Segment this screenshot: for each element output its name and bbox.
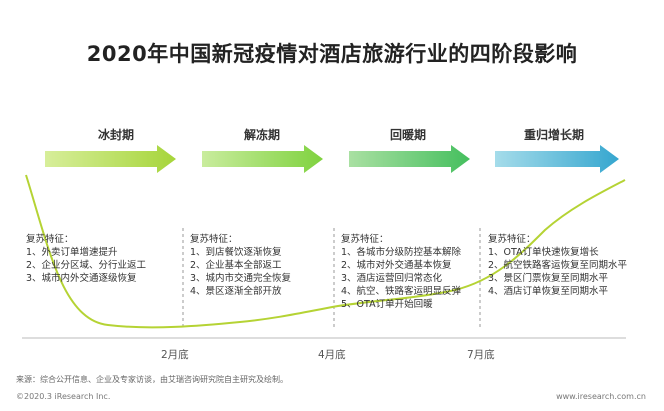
phase-arrow-thaw	[202, 145, 323, 173]
feature-title: 复苏特征：	[341, 234, 389, 245]
feature-item: 2、企业基本全部返工	[190, 260, 282, 271]
copyright: ©2020.3 iResearch Inc.	[16, 392, 111, 401]
phase-arrow-ice	[45, 145, 176, 173]
phase-arrow-regrowth	[495, 145, 619, 173]
phase-label-warming: 回暖期	[389, 128, 426, 142]
phase-label-thaw: 解冻期	[243, 128, 280, 142]
feature-item: 3、城内市交通完全恢复	[190, 273, 292, 284]
phase-arrow-warming	[349, 145, 470, 173]
page-title: 2020年中国新冠疫情对酒店旅游行业的四阶段影响	[86, 42, 578, 66]
feature-item: 1、OTA订单快速恢复增长	[488, 247, 599, 258]
feature-item: 1、外卖订单增速提升	[26, 247, 118, 258]
feature-item: 5、OTA订单开始回暖	[341, 299, 433, 310]
website-link[interactable]: www.iresearch.com.cn	[556, 392, 646, 401]
feature-item: 3、城市内外交通逐级恢复	[26, 273, 137, 284]
timeline-tick-jul: 7月底	[467, 349, 495, 361]
timeline-tick-apr: 4月底	[318, 349, 346, 361]
feature-title: 复苏特征：	[488, 234, 536, 245]
phase-label-ice: 冰封期	[97, 128, 134, 142]
feature-item: 2、城市对外交通基本恢复	[341, 260, 452, 271]
feature-item: 1、到店餐饮逐渐恢复	[190, 247, 282, 258]
feature-list-regrowth: 复苏特征： 1、OTA订单快速恢复增长 2、航空铁路客运恢复至同期水平 3、景区…	[488, 233, 627, 298]
feature-title: 复苏特征：	[190, 234, 238, 245]
feature-title: 复苏特征：	[26, 234, 74, 245]
feature-item: 1、各城市分级防控基本解除	[341, 247, 462, 258]
feature-item: 4、酒店订单恢复至同期水平	[488, 286, 609, 297]
feature-item: 3、景区门票恢复至同期水平	[488, 273, 609, 284]
feature-list-thaw: 复苏特征： 1、到店餐饮逐渐恢复 2、企业基本全部返工 3、城内市交通完全恢复 …	[190, 233, 291, 298]
feature-item: 4、航空、铁路客运明显反弹	[341, 286, 462, 297]
feature-item: 2、企业分区域、分行业返工	[26, 260, 147, 271]
phase-label-regrowth: 重归增长期	[523, 128, 584, 142]
feature-item: 2、航空铁路客运恢复至同期水平	[488, 260, 628, 271]
recovery-curve	[25, 174, 626, 329]
timeline-tick-feb: 2月底	[161, 349, 189, 361]
source-note: 来源：综合公开信息、企业及专家访谈，由艾瑞咨询研究院自主研究及绘制。	[16, 375, 288, 384]
feature-list-ice: 复苏特征： 1、外卖订单增速提升 2、企业分区域、分行业返工 3、城市内外交通逐…	[26, 233, 146, 285]
feature-list-warming: 复苏特征： 1、各城市分级防控基本解除 2、城市对外交通基本恢复 3、酒店运营回…	[341, 233, 461, 311]
feature-item: 3、酒店运营回归常态化	[341, 273, 443, 284]
feature-item: 4、景区逐渐全部开放	[190, 286, 282, 297]
